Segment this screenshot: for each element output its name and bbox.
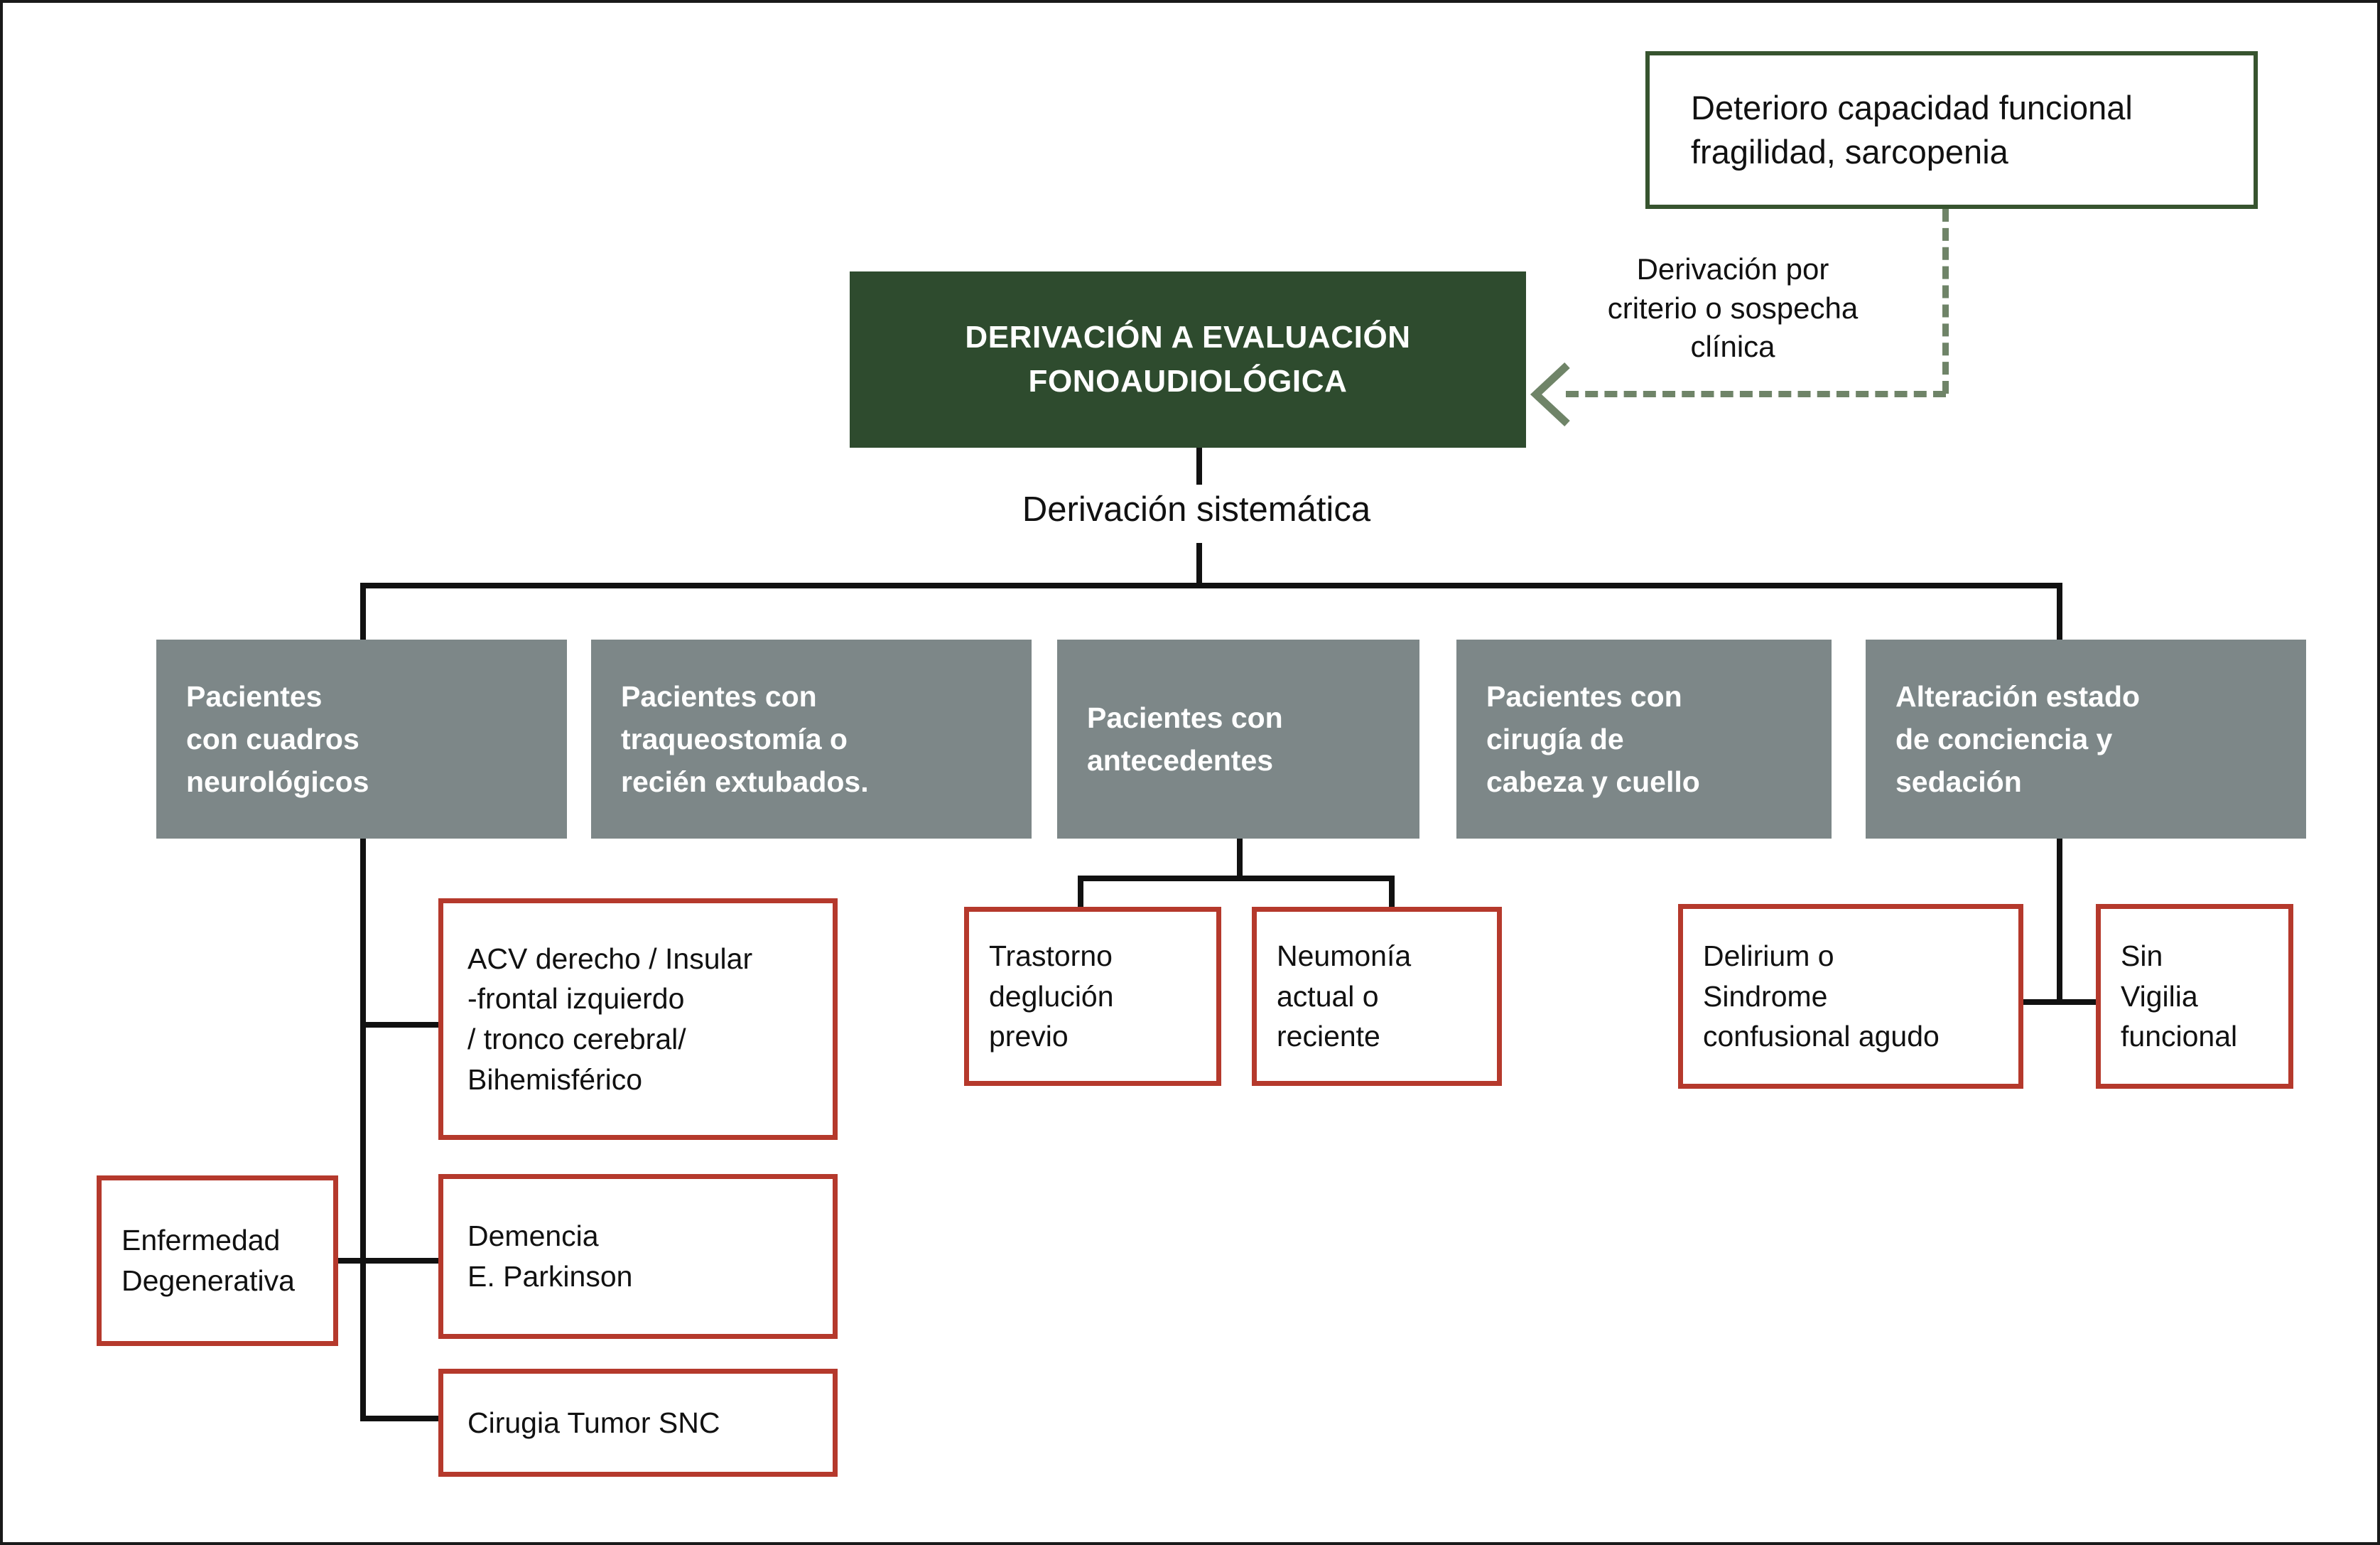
- connector-conciencia-bus: [2021, 999, 2104, 1005]
- node-deterioro-label: Deterioro capacidad funcional fragilidad…: [1691, 88, 2133, 171]
- connector-neurologicos-to-acv: [360, 1022, 438, 1028]
- node-cirugia-tumor-snc-label: Cirugia Tumor SNC: [467, 1406, 720, 1439]
- arrow-left-icon: [1530, 362, 1570, 427]
- node-alteracion-conciencia-sedacion[interactable]: Alteración estado de conciencia y sedaci…: [1866, 640, 2306, 839]
- node-demencia-parkinson-label: Demencia E. Parkinson: [467, 1220, 633, 1293]
- node-acv-label: ACV derecho / Insular -frontal izquierdo…: [467, 942, 753, 1096]
- node-pacientes-neurologicos-label: Pacientes con cuadros neurológicos: [186, 679, 369, 799]
- node-trastorno-deglucion[interactable]: Trastorno deglución previo: [964, 907, 1221, 1086]
- node-pacientes-traqueostomia-label: Pacientes con traqueostomía o recién ext…: [621, 679, 869, 799]
- edge-label-derivacion-sistematica: Derivación sistemática: [1022, 490, 1371, 529]
- connector-distribution-bus: [360, 583, 2062, 588]
- node-pacientes-antecedentes-label: Pacientes con antecedentes: [1087, 701, 1283, 777]
- node-acv[interactable]: ACV derecho / Insular -frontal izquierdo…: [438, 898, 838, 1140]
- connector-label-to-bus: [1196, 543, 1202, 586]
- connector-antecedentes-to-trastorno: [1078, 876, 1083, 910]
- node-alteracion-conciencia-label: Alteración estado de conciencia y sedaci…: [1895, 679, 2141, 799]
- node-derivacion-evaluacion-fonoaudiologica[interactable]: DERIVACIÓN A EVALUACIÓN FONOAUDIOLÓGICA: [850, 271, 1526, 448]
- connector-antecedentes-stem: [1237, 839, 1243, 878]
- node-sin-vigilia-funcional[interactable]: Sin Vigilia funcional: [2096, 904, 2293, 1089]
- node-pacientes-antecedentes[interactable]: Pacientes con antecedentes: [1057, 640, 1419, 839]
- connector-header-to-label: [1196, 448, 1202, 485]
- node-pacientes-cirugia-cabeza-cuello[interactable]: Pacientes con cirugía de cabeza y cuello: [1456, 640, 1832, 839]
- node-demencia-parkinson[interactable]: Demencia E. Parkinson: [438, 1174, 838, 1339]
- edge-label-criterio: Derivación por criterio o sospecha clíni…: [1607, 252, 1859, 364]
- node-trastorno-deglucion-label: Trastorno deglución previo: [989, 940, 1114, 1053]
- connector-conciencia-stem: [2057, 839, 2062, 1003]
- node-enfermedad-degenerativa-label: Enfermedad Degenerativa: [121, 1224, 295, 1297]
- node-enfermedad-degenerativa[interactable]: Enfermedad Degenerativa: [97, 1175, 338, 1346]
- node-delirium-label: Delirium o Sindrome confusional agudo: [1703, 940, 1940, 1053]
- dashed-connector-horizontal: [1566, 391, 1946, 397]
- connector-antecedentes-bus: [1078, 876, 1395, 881]
- connector-enfermedad-degenerativa-link: [330, 1258, 365, 1264]
- node-cirugia-tumor-snc[interactable]: Cirugia Tumor SNC: [438, 1369, 838, 1477]
- node-pacientes-neurologicos[interactable]: Pacientes con cuadros neurológicos: [156, 640, 567, 839]
- node-pacientes-cirugia-label: Pacientes con cirugía de cabeza y cuello: [1486, 679, 1700, 799]
- node-neumonia-label: Neumonía actual o reciente: [1277, 940, 1412, 1053]
- node-delirium[interactable]: Delirium o Sindrome confusional agudo: [1678, 904, 2023, 1089]
- connector-antecedentes-to-neumonia: [1389, 876, 1395, 910]
- node-sin-vigilia-funcional-label: Sin Vigilia funcional: [2121, 940, 2238, 1053]
- connector-neurologicos-to-demencia: [360, 1258, 438, 1264]
- connector-bus-to-conciencia: [2057, 583, 2062, 661]
- dashed-connector-vertical: [1942, 209, 1949, 394]
- node-deterioro-capacidad-funcional[interactable]: Deterioro capacidad funcional fragilidad…: [1645, 51, 2258, 209]
- connector-neurologicos-to-cirugia-tumor: [360, 1416, 438, 1421]
- connector-bus-to-neurologicos: [360, 583, 366, 1421]
- node-derivacion-label: DERIVACIÓN A EVALUACIÓN FONOAUDIOLÓGICA: [965, 319, 1411, 399]
- node-pacientes-traqueostomia[interactable]: Pacientes con traqueostomía o recién ext…: [591, 640, 1032, 839]
- node-neumonia[interactable]: Neumonía actual o reciente: [1252, 907, 1502, 1086]
